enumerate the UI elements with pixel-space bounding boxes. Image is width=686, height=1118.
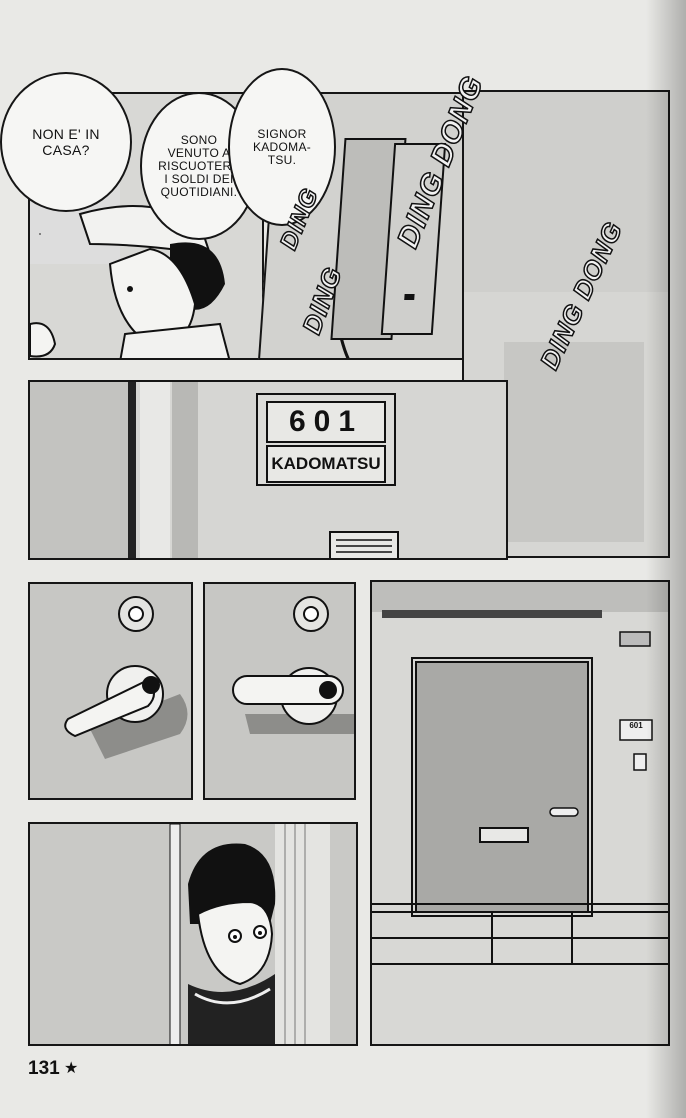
panel-peeking-boy bbox=[28, 822, 358, 1046]
hallway-background bbox=[464, 92, 668, 542]
speech-text-signor: SIGNOR KADOMA-TSU. bbox=[252, 126, 312, 167]
small-door-plate: 601 bbox=[629, 721, 643, 730]
speech-text-collect: SONO VENUTO A RISCUOTERE I SOLDI DEI QUO… bbox=[158, 132, 240, 199]
speech-bubble-signor: SIGNOR KADOMA-TSU. bbox=[228, 68, 336, 226]
boy-peeking-art bbox=[169, 824, 330, 1044]
panel-lock-left bbox=[28, 582, 193, 800]
page-number: 131 bbox=[28, 1058, 60, 1079]
panel-ding-dong-hallway bbox=[462, 90, 670, 558]
intercom-device bbox=[330, 138, 447, 360]
speech-text-not-home: NON E' IN CASA? bbox=[32, 126, 100, 158]
nameplate-name: KADOMATSU bbox=[266, 445, 386, 483]
door-frame-art bbox=[30, 382, 399, 558]
apartment-door-art bbox=[372, 582, 668, 965]
panel-apartment-door: 601 bbox=[370, 580, 670, 1046]
door-handle-left bbox=[64, 596, 188, 759]
speech-bubble-not-home: NON E' IN CASA? bbox=[0, 72, 132, 212]
panel-lock-right bbox=[203, 582, 356, 800]
door-handle-right bbox=[232, 596, 354, 734]
panel-intercom bbox=[258, 92, 499, 360]
nameplate-number: 601 bbox=[266, 401, 386, 443]
page-star-icon: ★ bbox=[64, 1060, 79, 1077]
door-nameplate: 601 KADOMATSU bbox=[256, 393, 396, 486]
